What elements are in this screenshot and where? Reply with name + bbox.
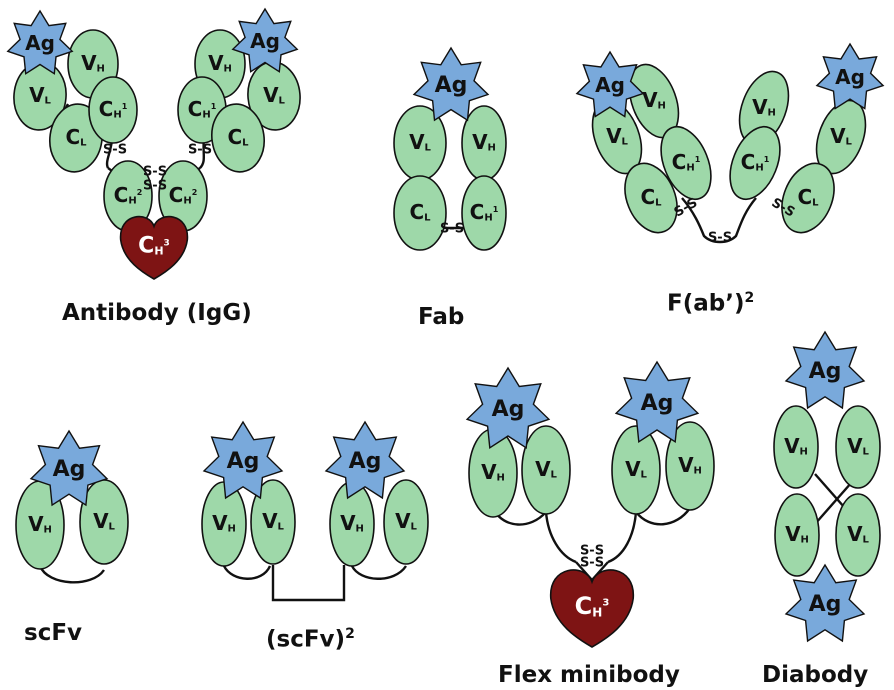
scfv2-left-linker — [224, 566, 270, 579]
scfv-antigen-label: Ag — [53, 457, 86, 482]
fab2-left-antigen-label: Ag — [595, 73, 625, 97]
scfv2-right-antigen-label: Ag — [349, 449, 382, 474]
scfv-linker — [40, 566, 104, 582]
caption-antibody-igg: Antibody (IgG) — [62, 300, 252, 326]
fab-antigen-label: Ag — [435, 73, 468, 98]
caption-fab: Fab — [418, 304, 464, 330]
igg-hinge-disulfide-2: S-S — [143, 179, 167, 194]
mini-left-antigen-label: Ag — [492, 397, 525, 422]
caption-scfv: scFv — [24, 620, 82, 646]
scfv2-bridge — [273, 565, 344, 600]
igg-right-disulfide: S-S — [188, 143, 212, 158]
fab-disulfide: S-S — [440, 222, 464, 237]
igg-right-antigen-label: Ag — [250, 29, 280, 53]
caption-scfv2: (scFv)2 — [266, 626, 355, 653]
scfv2-left-antigen-label: Ag — [227, 449, 260, 474]
scfv2-right-linker — [352, 566, 406, 579]
caption-flex-minibody: Flex minibody — [498, 662, 680, 688]
caption-fab2: F(ab’)2 — [667, 290, 754, 317]
diabody-bottom-antigen-label: Ag — [809, 592, 842, 617]
igg-hinge-disulfide-1: S-S — [143, 165, 167, 180]
caption-diabody: Diabody — [762, 662, 868, 688]
mini-left-hinge — [546, 512, 576, 562]
fab2-right-antigen-label: Ag — [835, 65, 865, 89]
diabody-top-antigen-label: Ag — [809, 359, 842, 384]
fab2-hinge-disulfide: S-S — [708, 231, 732, 246]
igg-left-antigen-label: Ag — [25, 31, 55, 55]
mini-disulfide-2: S-S — [580, 556, 604, 571]
mini-right-hinge — [608, 512, 636, 562]
mini-right-antigen-label: Ag — [641, 391, 674, 416]
igg-left-disulfide: S-S — [103, 143, 127, 158]
